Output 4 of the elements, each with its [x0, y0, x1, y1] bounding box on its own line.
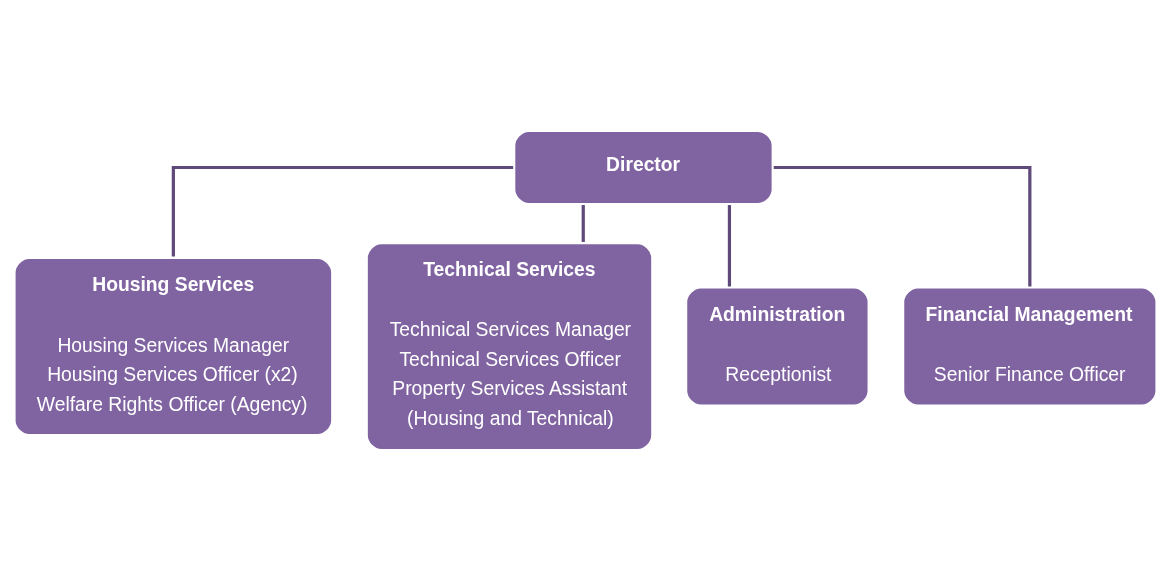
connector: [773, 165, 1032, 287]
connector: [581, 205, 585, 242]
connector: [727, 205, 732, 287]
connector: [171, 165, 514, 257]
